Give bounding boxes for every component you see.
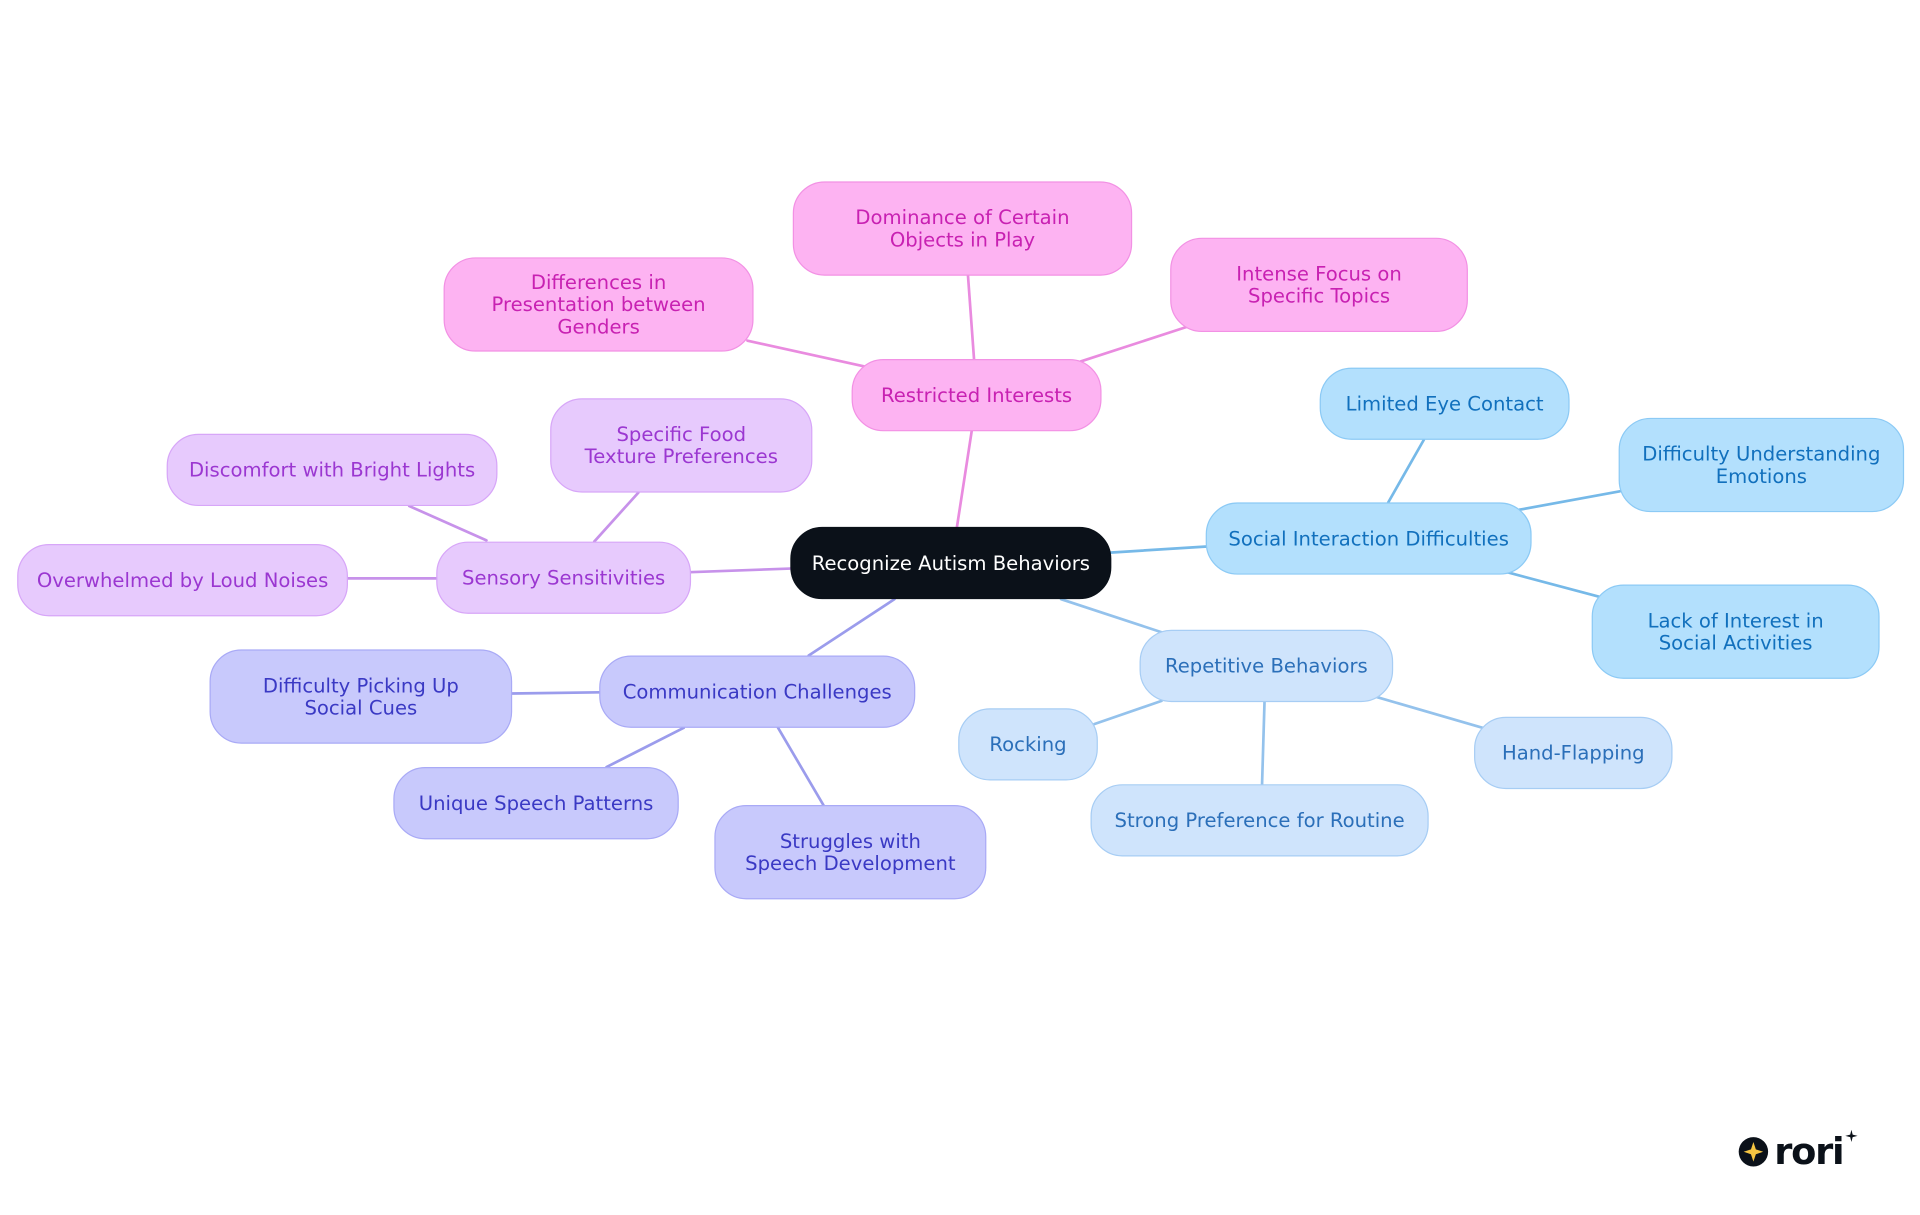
leaf-loud-noises[interactable]: Overwhelmed by Loud Noises <box>17 544 348 617</box>
leaf-label: Rocking <box>989 732 1067 756</box>
branch-label: Repetitive Behaviors <box>1164 653 1368 677</box>
rori-logo: rori <box>1738 1129 1858 1169</box>
leaf-label: Difficulty Understanding Emotions <box>1642 441 1881 488</box>
root-label: Recognize Autism Behaviors <box>811 550 1090 575</box>
branch-social-interaction[interactable]: Social Interaction Difficulties <box>1205 502 1532 575</box>
edge-restricted-genders <box>746 339 866 368</box>
edge-social-lack <box>1505 570 1601 599</box>
logo-wordmark: rori <box>1774 1130 1843 1169</box>
logo-star-icon <box>1743 1141 1764 1162</box>
edge-social-eye <box>1386 438 1426 504</box>
edge-rep-routine <box>1260 700 1266 786</box>
leaf-intense-focus[interactable]: Intense Focus on Specific Topics <box>1170 237 1468 333</box>
leaf-label: Dominance of Certain Objects in Play <box>855 205 1070 251</box>
leaf-dominance-objects[interactable]: Dominance of Certain Objects in Play <box>792 181 1133 276</box>
edge-rep-hand <box>1375 695 1484 730</box>
branch-label: Sensory Sensitivities <box>462 565 666 589</box>
branch-communication-challenges[interactable]: Communication Challenges <box>599 655 916 728</box>
leaf-label: Strong Preference for Routine <box>1114 808 1405 832</box>
leaf-speech-patterns[interactable]: Unique Speech Patterns <box>393 767 679 840</box>
logo-sparkle-icon <box>1845 1129 1858 1142</box>
branch-repetitive-behaviors[interactable]: Repetitive Behaviors <box>1139 629 1394 703</box>
leaf-label: Discomfort with Bright Lights <box>188 457 476 481</box>
branch-restricted-interests[interactable]: Restricted Interests <box>851 359 1102 432</box>
leaf-label: Limited Eye Contact <box>1345 391 1544 415</box>
edge-root-restricted <box>955 429 974 529</box>
edge-restricted-dominance <box>966 274 976 362</box>
branch-label: Restricted Interests <box>880 382 1073 407</box>
leaf-label: Differences in Presentation between Gend… <box>491 270 706 338</box>
leaf-bright-lights[interactable]: Discomfort with Bright Lights <box>166 433 498 507</box>
edge-root-social <box>1108 545 1209 554</box>
edge-comm-cues <box>510 690 602 695</box>
leaf-eye-contact[interactable]: Limited Eye Contact <box>1319 367 1570 440</box>
edge-root-communication <box>807 597 896 657</box>
leaf-label: Intense Focus on Specific Topics <box>1236 261 1402 307</box>
edge-root-repetitive <box>1059 597 1163 634</box>
edge-restricted-focus <box>1079 325 1188 363</box>
leaf-label: Lack of Interest in Social Activities <box>1647 608 1824 654</box>
branch-label: Communication Challenges <box>622 679 892 703</box>
edge-sensory-lights <box>407 504 488 542</box>
leaf-speech-development[interactable]: Struggles with Speech Development <box>714 805 987 900</box>
edge-rep-rocking <box>1092 699 1163 726</box>
edge-sensory-food <box>592 491 640 543</box>
leaf-gender-differences[interactable]: Differences in Presentation between Gend… <box>443 257 754 352</box>
leaf-understanding-emotions[interactable]: Difficulty Understanding Emotions <box>1618 417 1905 513</box>
root-node[interactable]: Recognize Autism Behaviors <box>790 526 1112 600</box>
edge-comm-patterns <box>605 726 686 769</box>
leaf-label: Difficulty Picking Up Social Cues <box>262 673 459 719</box>
leaf-label: Unique Speech Patterns <box>418 790 654 815</box>
branch-label: Social Interaction Difficulties <box>1228 526 1509 550</box>
leaf-label: Overwhelmed by Loud Noises <box>36 567 329 592</box>
leaf-social-activities[interactable]: Lack of Interest in Social Activities <box>1591 584 1880 679</box>
leaf-rocking[interactable]: Rocking <box>958 708 1098 781</box>
leaf-label: Hand-Flapping <box>1501 740 1645 764</box>
leaf-label: Struggles with Speech Development <box>745 828 956 875</box>
branch-sensory-sensitivities[interactable]: Sensory Sensitivities <box>436 541 692 614</box>
leaf-social-cues[interactable]: Difficulty Picking Up Social Cues <box>209 649 513 744</box>
leaf-label: Specific Food Texture Preferences <box>584 422 778 468</box>
edge-comm-speech <box>776 726 825 807</box>
edge-social-emotions <box>1518 489 1622 512</box>
leaf-food-texture[interactable]: Specific Food Texture Preferences <box>550 398 813 493</box>
edge-root-sensory <box>688 567 792 574</box>
leaf-routine-preference[interactable]: Strong Preference for Routine <box>1090 784 1429 857</box>
leaf-hand-flapping[interactable]: Hand-Flapping <box>1474 716 1673 790</box>
